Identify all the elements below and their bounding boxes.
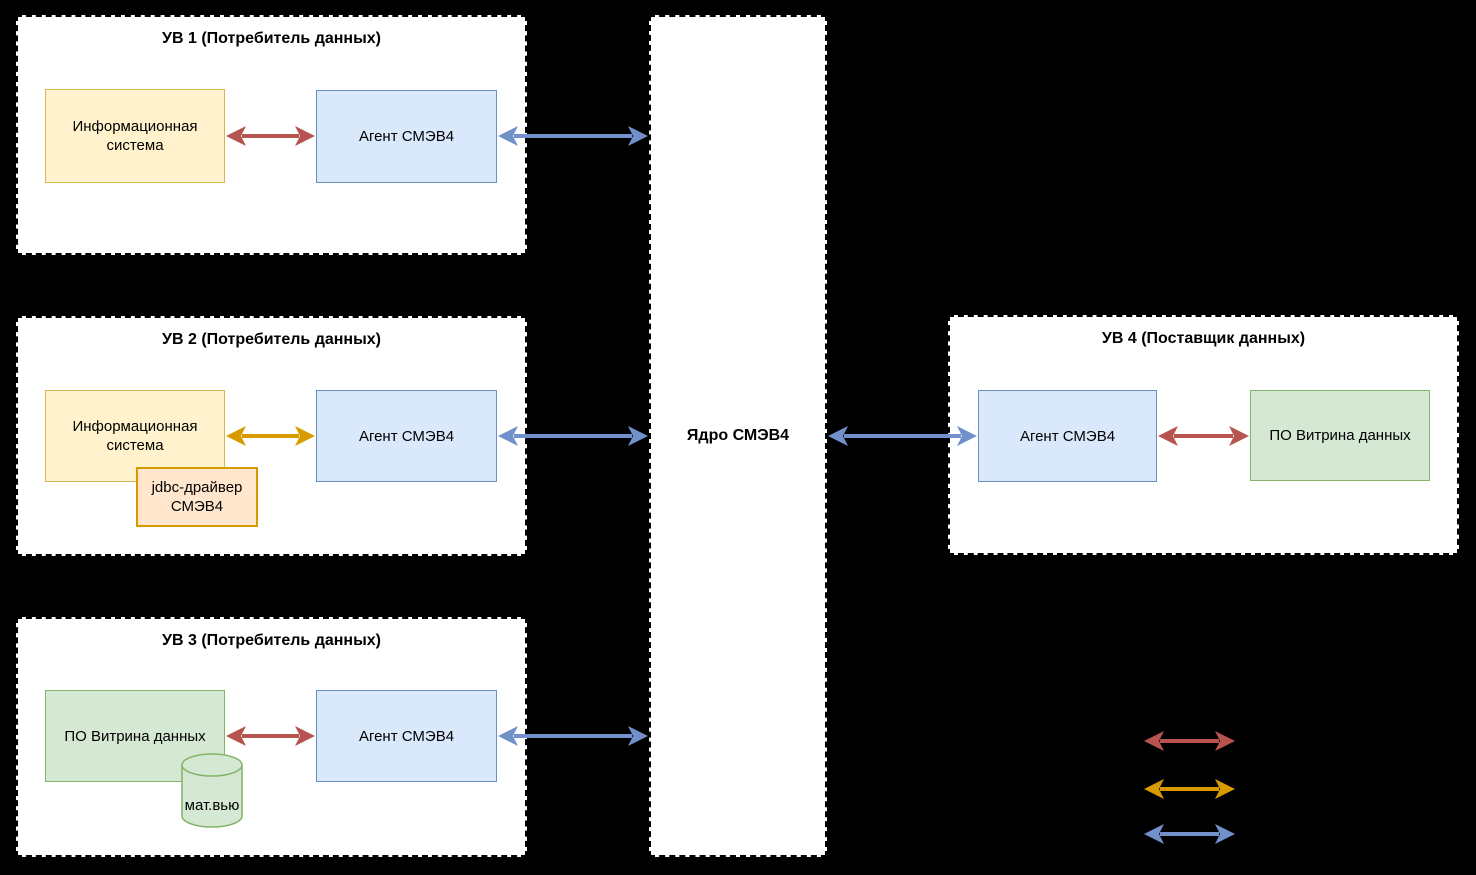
blue-double-arrow-uv3-core (498, 726, 648, 746)
container-core: Ядро СМЭВ4 (649, 15, 827, 857)
blue-double-arrow-uv1-core (498, 126, 648, 146)
legend-orange-double-arrow-icon (1144, 779, 1235, 799)
node-jdbc-driver: jdbc-драйвер СМЭВ4 (136, 467, 258, 527)
legend-blue-double-arrow-icon (1144, 824, 1235, 844)
node-agent-uv4: Агент СМЭВ4 (978, 390, 1157, 482)
materialized-view-cylinder-icon (181, 753, 243, 828)
container-uv4-title: УВ 4 (Поставщик данных) (1101, 330, 1306, 347)
node-info-system-uv2-label: Информационная система (72, 418, 198, 454)
node-agent-uv4-label: Агент СМЭВ4 (1019, 427, 1116, 445)
blue-double-arrow-uv2-core (498, 426, 648, 446)
container-uv2-title: УВ 2 (Потребитель данных) (162, 331, 381, 348)
core-title: Ядро СМЭВ4 (686, 427, 790, 444)
materialized-view-label: мат.вью (184, 797, 240, 814)
node-data-mart-uv4: ПО Витрина данных (1250, 390, 1430, 481)
orange-double-arrow-uv2 (226, 426, 315, 446)
red-double-arrow-uv4 (1158, 426, 1249, 446)
node-jdbc-driver-label: jdbc-драйвер СМЭВ4 (151, 479, 243, 515)
node-agent-uv2-label: Агент СМЭВ4 (358, 427, 455, 445)
node-agent-uv2: Агент СМЭВ4 (316, 390, 497, 482)
legend-red-double-arrow-icon (1144, 731, 1235, 751)
node-agent-uv1: Агент СМЭВ4 (316, 90, 497, 183)
node-info-system-uv1: Информационная система (45, 89, 225, 183)
node-data-mart-uv4-label: ПО Витрина данных (1269, 427, 1411, 444)
node-info-system-uv2: Информационная система (45, 390, 225, 482)
container-uv3-title: УВ 3 (Потребитель данных) (162, 632, 381, 649)
red-double-arrow-uv3 (226, 726, 315, 746)
node-data-mart-uv3-label: ПО Витрина данных (64, 727, 206, 745)
node-info-system-uv1-label: Информационная система (72, 118, 198, 154)
container-uv1-title: УВ 1 (Потребитель данных) (162, 30, 381, 47)
node-agent-uv1-label: Агент СМЭВ4 (358, 128, 455, 145)
red-double-arrow-uv1 (226, 126, 315, 146)
node-agent-uv3-label: Агент СМЭВ4 (358, 727, 455, 745)
blue-double-arrow-core-uv4 (828, 426, 977, 446)
node-agent-uv3: Агент СМЭВ4 (316, 690, 497, 782)
